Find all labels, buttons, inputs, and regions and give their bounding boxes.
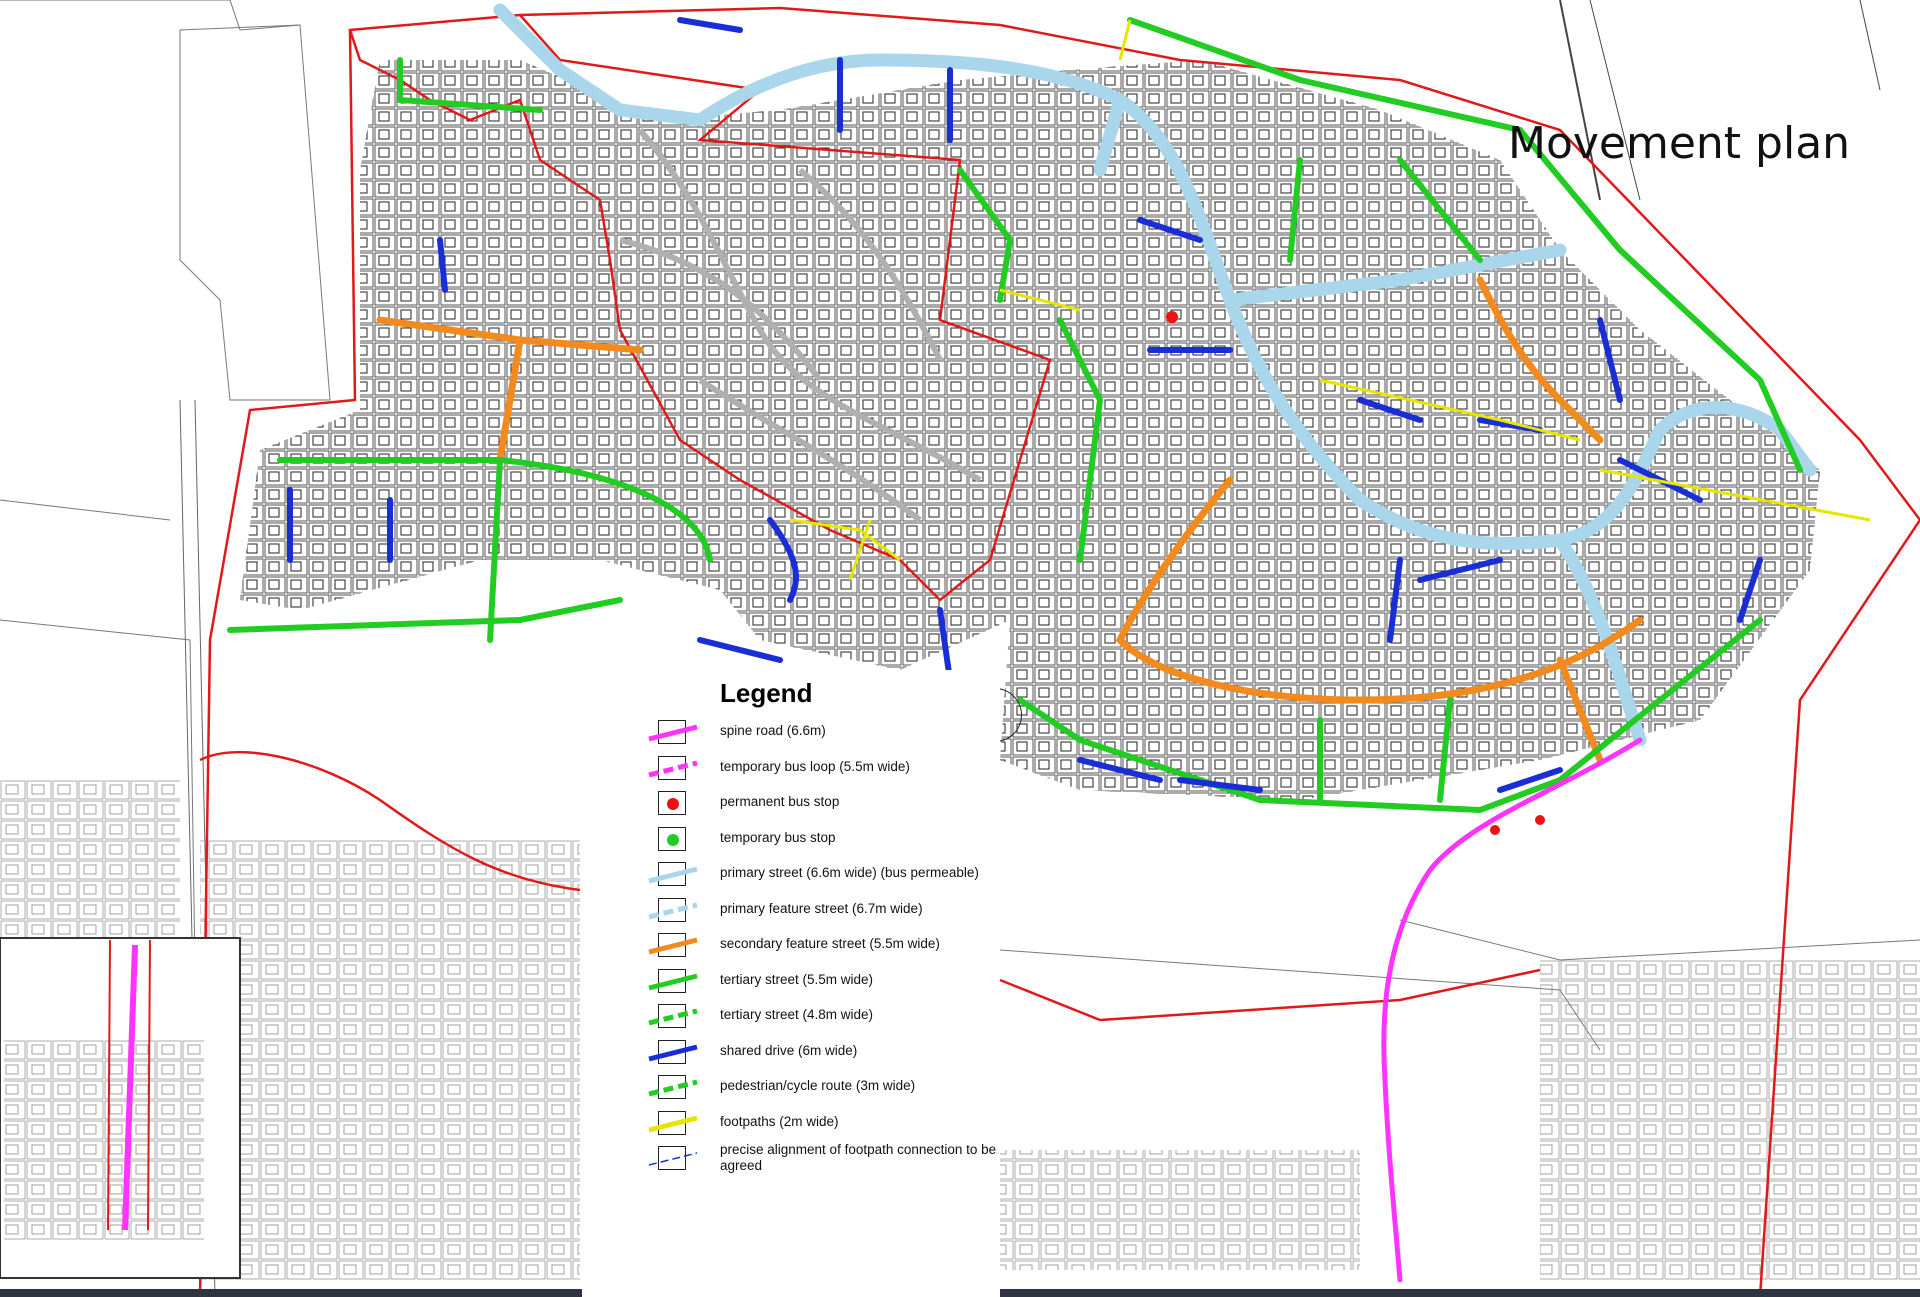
- legend-item: tertiary street (4.8m wide): [582, 1000, 1000, 1036]
- legend-item: shared drive (6m wide): [582, 1036, 1000, 1072]
- legend-symbol-icon: [648, 968, 698, 993]
- existing-grey-streets: [619, 128, 982, 523]
- legend-item: permanent bus stop: [582, 787, 1000, 823]
- map-title: Movement plan: [1508, 118, 1851, 169]
- secondary-street: [376, 276, 1644, 764]
- horizontal-scrollbar-track[interactable]: [1000, 1289, 1920, 1297]
- legend-item: secondary feature street (5.5m wide): [582, 929, 1000, 965]
- legend-symbol-icon: [648, 755, 698, 780]
- legend-label: secondary feature street (5.5m wide): [720, 936, 940, 951]
- existing-housing: [0, 780, 1920, 1280]
- legend-label: primary street (6.6m wide) (bus permeabl…: [720, 865, 979, 880]
- legend-heading: Legend: [720, 678, 813, 708]
- legend-item: footpaths (2m wide): [582, 1107, 1000, 1143]
- legend-label: tertiary street (4.8m wide): [720, 1007, 874, 1022]
- horizontal-scrollbar[interactable]: [0, 1289, 582, 1297]
- legend-item: precise alignment of footpath connection…: [582, 1142, 1000, 1178]
- legend-label: temporary bus loop (5.5m wide): [720, 758, 910, 774]
- legend-symbol-icon: [648, 897, 698, 922]
- legend-item: spine road (6.6m): [582, 716, 1000, 752]
- bus-stops: [1166, 311, 1545, 835]
- legend-label: temporary bus stop: [720, 829, 836, 845]
- legend-symbol-icon: [648, 1146, 698, 1170]
- legend-label: precise alignment of footpath connection…: [720, 1142, 997, 1173]
- legend-symbol-icon: [648, 933, 698, 957]
- legend-symbol-icon: [648, 1110, 698, 1135]
- legend-symbol-icon: [658, 826, 686, 851]
- legend-symbol-icon: [648, 1004, 698, 1028]
- tertiary-street: [227, 17, 1803, 814]
- shared-drives: [287, 17, 1763, 793]
- legend-label: spine road (6.6m): [720, 723, 826, 738]
- legend-label: tertiary street (5.5m wide): [720, 971, 874, 987]
- legend-symbol-icon: [648, 720, 698, 744]
- site-boundary: [198, 6, 1920, 1297]
- legend-list: spine road (6.6m) temporary bus loop (5.5…: [582, 716, 1000, 1178]
- legend-item: primary feature street (6.7m wide): [582, 894, 1000, 930]
- legend-item: tertiary street (5.5m wide): [582, 965, 1000, 1001]
- legend-label: shared drive (6m wide): [720, 1042, 858, 1058]
- legend-label: permanent bus stop: [720, 794, 840, 809]
- legend-symbol-icon: [648, 1039, 698, 1064]
- legend: Legend spine road (6.6m) temporary bus lo…: [582, 670, 1000, 1280]
- legend-symbol-icon: [648, 1075, 698, 1099]
- legend-label: pedestrian/cycle route (3m wide): [720, 1078, 916, 1093]
- legend-symbol-icon: [648, 862, 698, 886]
- legend-item: temporary bus stop: [582, 823, 1000, 859]
- legend-label: footpaths (2m wide): [720, 1113, 839, 1129]
- legend-symbol-icon: [658, 791, 686, 815]
- inset-frame: [0, 937, 241, 1279]
- footpaths: [789, 19, 1871, 581]
- legend-item: temporary bus loop (5.5m wide): [582, 752, 1000, 788]
- legend-item: pedestrian/cycle route (3m wide): [582, 1071, 1000, 1107]
- legend-label: primary feature street (6.7m wide): [720, 900, 923, 916]
- legend-item: primary street (6.6m wide) (bus permeabl…: [582, 858, 1000, 894]
